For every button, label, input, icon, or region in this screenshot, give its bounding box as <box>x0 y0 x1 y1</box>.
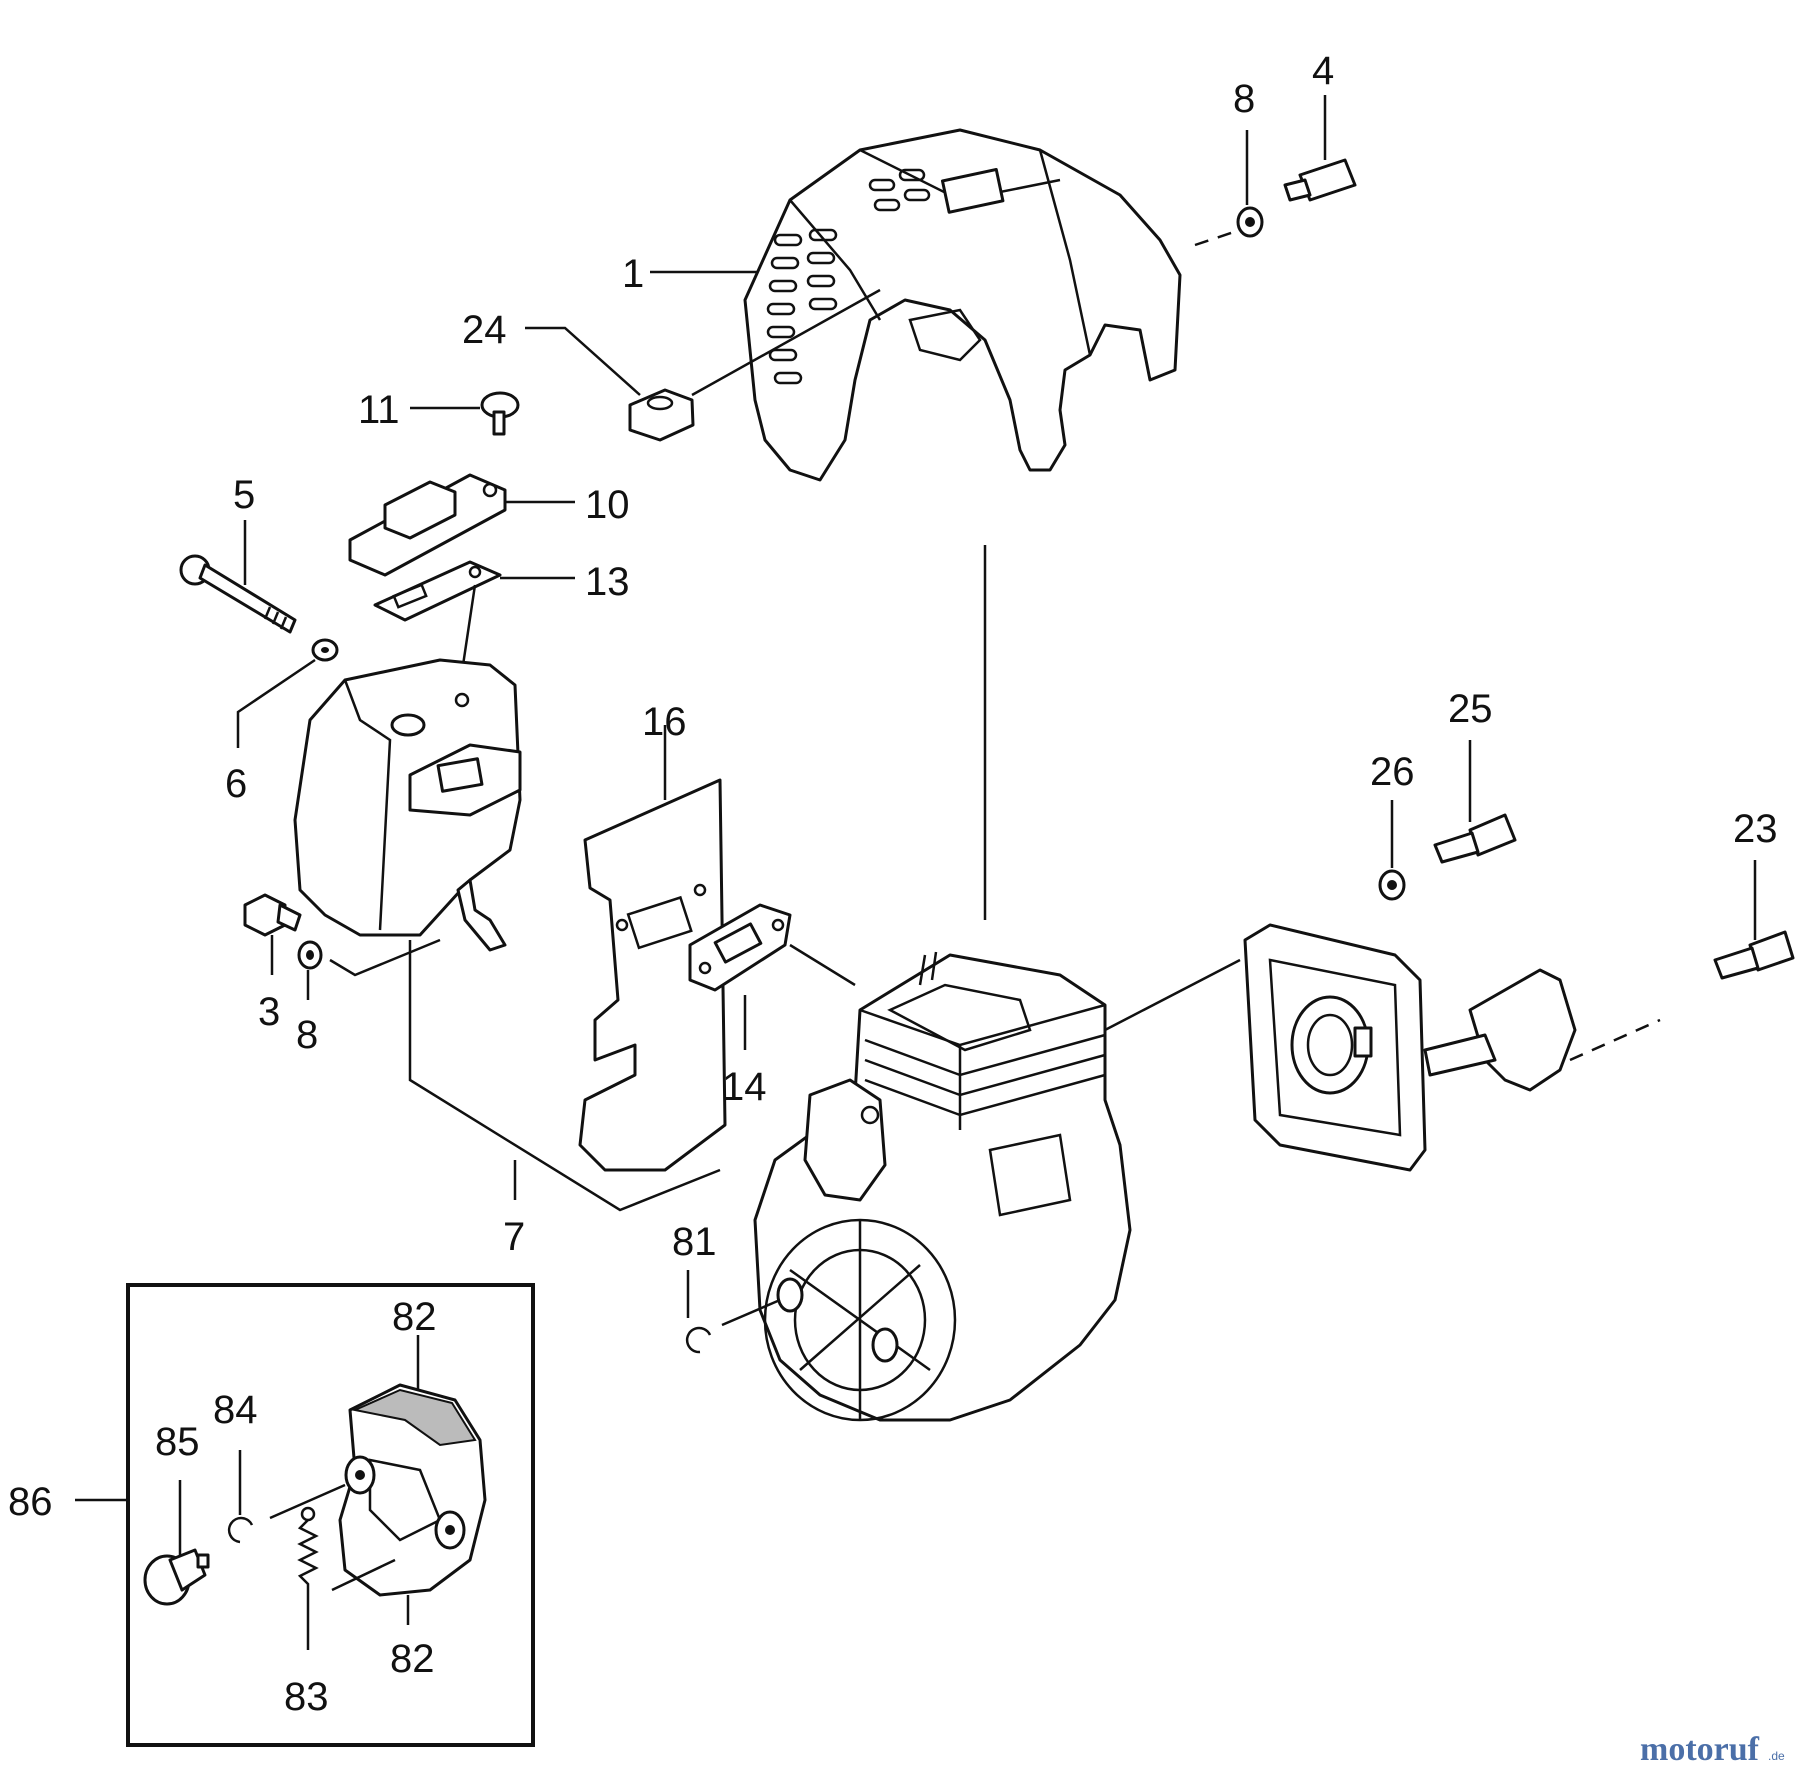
label-83: 83 <box>284 1675 329 1719</box>
spark-arrester <box>348 473 507 577</box>
label-86: 86 <box>8 1480 53 1524</box>
leader-6 <box>236 658 316 748</box>
engine-block <box>753 951 1132 1422</box>
grommet <box>628 388 695 442</box>
label-25: 25 <box>1448 687 1493 731</box>
bolt-3 <box>243 893 302 937</box>
watermark-brand: motoruf <box>1640 1731 1760 1768</box>
label-82-top: 82 <box>392 1295 437 1339</box>
nut-26 <box>1378 869 1406 901</box>
screw <box>480 391 520 436</box>
heat-shield <box>578 778 727 1172</box>
label-6: 6 <box>225 762 247 806</box>
label-23: 23 <box>1733 807 1778 851</box>
watermark-logo: motoruf <box>1640 1731 1760 1768</box>
label-7: 7 <box>503 1215 525 1259</box>
spring <box>297 1506 319 1600</box>
label-24: 24 <box>462 308 507 352</box>
label-3: 3 <box>258 990 280 1034</box>
label-8-left: 8 <box>296 1013 318 1057</box>
label-8-top: 8 <box>1233 77 1255 121</box>
label-84: 84 <box>213 1388 258 1432</box>
clutch-bolt <box>143 1548 210 1606</box>
clutch-inset-box <box>126 1283 535 1747</box>
label-14: 14 <box>722 1065 767 1109</box>
label-11: 11 <box>358 388 400 432</box>
recoil-starter <box>1243 923 1577 1172</box>
bolt-25 <box>1433 813 1517 864</box>
leader-24-cover <box>691 288 881 397</box>
label-82-bottom: 82 <box>390 1637 435 1681</box>
label-81: 81 <box>672 1220 717 1264</box>
watermark-suffix: .de <box>1768 1749 1785 1763</box>
label-85: 85 <box>155 1420 200 1464</box>
nut-top <box>1236 206 1264 238</box>
long-bolt <box>179 554 297 634</box>
label-4: 4 <box>1312 49 1334 93</box>
washer-8 <box>297 940 323 970</box>
label-26: 26 <box>1370 750 1415 794</box>
leader-24 <box>525 326 641 396</box>
clip-84 <box>227 1516 254 1544</box>
label-16: 16 <box>642 700 687 744</box>
bolt-23 <box>1713 930 1795 980</box>
engine-cover <box>743 128 1182 482</box>
label-13: 13 <box>585 560 630 604</box>
washer-6 <box>311 638 339 662</box>
bolt-top <box>1283 158 1357 202</box>
muffler <box>293 658 522 952</box>
label-5: 5 <box>233 473 255 517</box>
label-1: 1 <box>622 252 644 296</box>
leader-7 <box>408 940 721 1212</box>
clutch-assembly <box>338 1383 487 1597</box>
muffler-gasket <box>688 903 792 992</box>
label-10: 10 <box>585 483 630 527</box>
arrester-gasket <box>373 560 502 622</box>
clip-81 <box>685 1326 712 1354</box>
